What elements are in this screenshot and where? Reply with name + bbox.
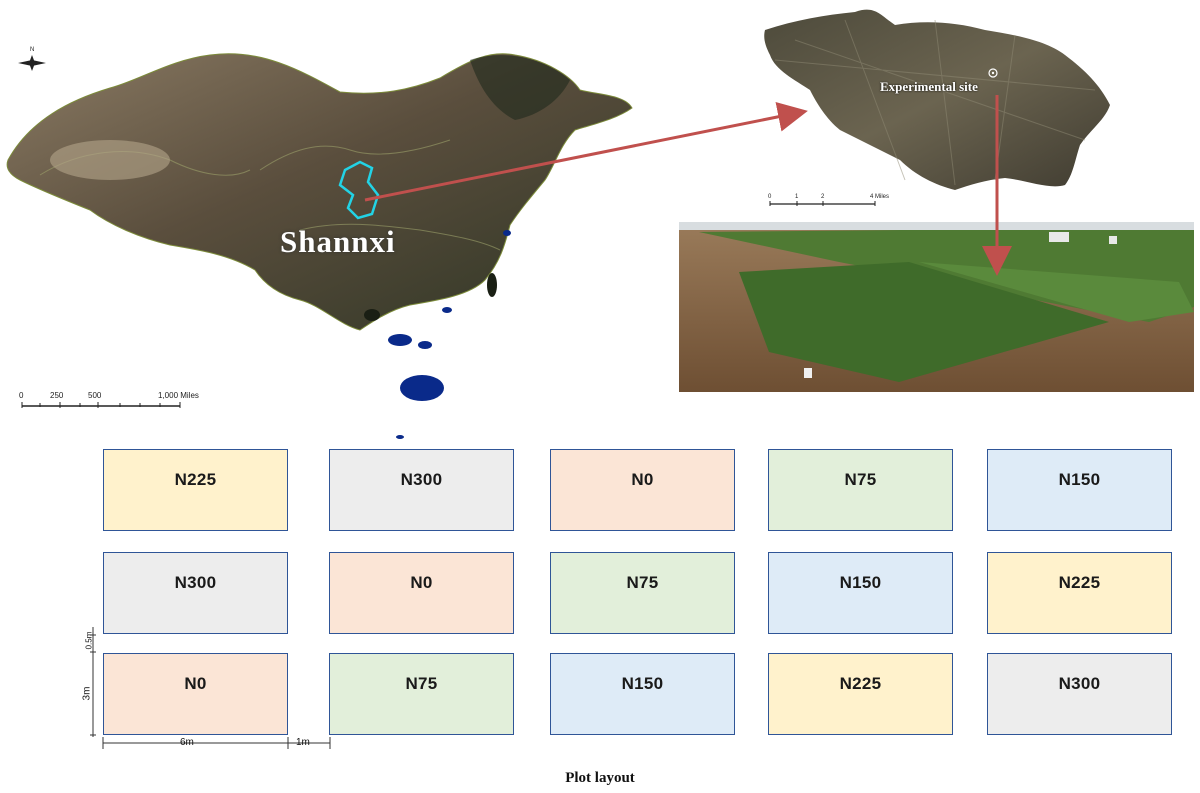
scale-label: 1,000 Miles bbox=[158, 391, 199, 400]
road-lines bbox=[774, 19, 1096, 186]
arrow-to-site bbox=[364, 102, 808, 202]
island bbox=[442, 307, 452, 313]
plot-cell: N75 bbox=[329, 653, 514, 735]
plot-treatment-label: N0 bbox=[184, 674, 207, 693]
island bbox=[418, 341, 432, 349]
north-label: N bbox=[30, 47, 34, 53]
crop-plot bbox=[739, 262, 1109, 382]
gap-width-label: 1m bbox=[296, 737, 310, 748]
north-arrow-icon: N bbox=[18, 47, 46, 71]
site-label: Experimental site bbox=[880, 79, 978, 94]
plot-treatment-label: N0 bbox=[631, 470, 654, 489]
figure-caption: Plot layout bbox=[565, 770, 635, 786]
sky-strip bbox=[679, 222, 1194, 230]
plot-treatment-label: N150 bbox=[1058, 470, 1101, 489]
row-gap-label: 0.5m bbox=[84, 631, 94, 650]
island bbox=[396, 435, 404, 439]
plot-treatment-label: N225 bbox=[174, 470, 217, 489]
plot-cell: N300 bbox=[987, 653, 1172, 735]
plot-cell: N0 bbox=[329, 552, 514, 634]
scale-label: 500 bbox=[88, 391, 102, 400]
plot-cell: N150 bbox=[768, 552, 953, 634]
scale-label: 0 bbox=[768, 194, 772, 200]
equipment bbox=[1109, 236, 1117, 244]
plot-cell: N150 bbox=[987, 449, 1172, 531]
island bbox=[503, 230, 511, 236]
plot-treatment-label: N300 bbox=[1058, 674, 1101, 693]
plot-cell: N0 bbox=[550, 449, 735, 531]
site-map: 0 1 2 4 Miles bbox=[764, 9, 1110, 206]
location-pin-icon bbox=[988, 68, 998, 78]
scale-label: 2 bbox=[821, 194, 825, 200]
plot-treatment-label: N300 bbox=[400, 470, 443, 489]
plot-cell: N225 bbox=[103, 449, 288, 531]
scale-label: 4 Miles bbox=[870, 194, 889, 200]
plot-marker bbox=[804, 368, 812, 378]
plot-cell: N300 bbox=[329, 449, 514, 531]
region-label: Shannxi bbox=[280, 224, 396, 259]
plot-treatment-label: N75 bbox=[405, 674, 438, 693]
equipment bbox=[1049, 232, 1069, 242]
plot-cell: N150 bbox=[550, 653, 735, 735]
shaanxi-boundary bbox=[338, 160, 380, 220]
plot-cell: N225 bbox=[987, 552, 1172, 634]
taiwan-island bbox=[487, 273, 497, 297]
northeast-region bbox=[470, 55, 570, 120]
field-photo bbox=[679, 222, 1194, 392]
plot-treatment-label: N0 bbox=[410, 573, 433, 592]
county-satellite bbox=[764, 9, 1110, 190]
crop-plot bbox=[919, 262, 1194, 322]
china-landmass bbox=[6, 53, 633, 331]
plot-width-label: 6m bbox=[180, 737, 194, 748]
plot-treatment-label: N75 bbox=[844, 470, 877, 489]
plot-cell: N0 bbox=[103, 653, 288, 735]
plot-height-label: 3m bbox=[81, 686, 93, 701]
plot-treatment-label: N225 bbox=[839, 674, 882, 693]
map-scale-bar: 0 250 500 1,000 Miles bbox=[19, 391, 199, 408]
hainan-island bbox=[364, 309, 380, 321]
plot-treatment-label: N225 bbox=[1058, 573, 1101, 592]
site-scale-bar: 0 1 2 4 Miles bbox=[768, 194, 889, 206]
plot-treatment-label: N75 bbox=[626, 573, 659, 592]
plot-treatment-label: N150 bbox=[839, 573, 882, 592]
china-map: 0 250 500 1,000 Miles N bbox=[6, 47, 633, 439]
plot-cell: N75 bbox=[550, 552, 735, 634]
plot-treatment-label: N150 bbox=[621, 674, 664, 693]
plot-cell: N300 bbox=[103, 552, 288, 634]
plot-cell: N225 bbox=[768, 653, 953, 735]
island bbox=[400, 375, 444, 401]
scale-label: 1 bbox=[795, 194, 799, 200]
scale-label: 250 bbox=[50, 391, 64, 400]
province-boundary bbox=[299, 223, 501, 251]
desert-area bbox=[50, 140, 170, 180]
dimension-marks bbox=[90, 627, 331, 749]
island bbox=[388, 334, 412, 346]
plot-cell: N75 bbox=[768, 449, 953, 531]
plot-treatment-label: N300 bbox=[174, 573, 217, 592]
scale-label: 0 bbox=[19, 391, 24, 400]
arrow-layer bbox=[364, 95, 1012, 276]
province-boundary bbox=[259, 139, 451, 171]
